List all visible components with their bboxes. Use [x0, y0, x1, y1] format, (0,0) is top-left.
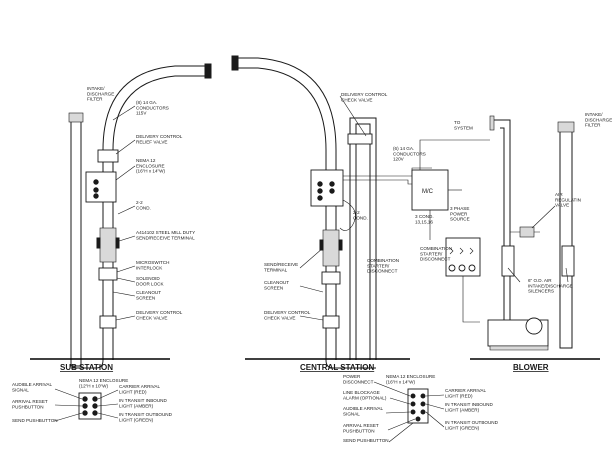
- sub-intake-filter: [68, 112, 84, 123]
- central-panel-title: NEMA 12 ENCLOSURE(16"H x 14"W): [386, 374, 435, 384]
- central-top-check-valve: [347, 133, 373, 145]
- central-send-receive-terminal: [322, 229, 340, 267]
- sub-station-title: SUB STATION: [60, 363, 113, 372]
- sub-check-valve: [99, 315, 117, 329]
- blower-supply-pipe: [492, 119, 511, 320]
- mc-label: M/C: [422, 189, 434, 195]
- central-enclosure: [310, 169, 344, 207]
- sub-panel-title: NEMA 12 ENCLOSURE(12"H x 10"W): [79, 378, 128, 388]
- three-cond-label: 3 COND.13,15,16: [415, 214, 434, 224]
- sub-control-panel: NEMA 12 ENCLOSURE(12"H x 10"W) AUDIBLE A…: [12, 378, 173, 423]
- blower-vent-pipe: [559, 127, 573, 349]
- sub-door-lock: [98, 267, 118, 281]
- central-return-pipe: [349, 117, 377, 360]
- silencer-right: [561, 245, 575, 277]
- sub-enclosure: [85, 171, 117, 203]
- silencer-left: [501, 245, 515, 277]
- central-station-title: CENTRAL STATION: [300, 363, 374, 372]
- blower-title: BLOWER: [513, 363, 549, 372]
- blower-intake-filter: [557, 121, 575, 133]
- central-main-tube: [236, 67, 327, 360]
- central-panel-left-4: SEND PUSHBUTTON: [343, 438, 389, 443]
- sub-send-receive-terminal: [99, 227, 117, 263]
- sub-main-tube: [102, 65, 207, 360]
- central-check-valve: [322, 315, 340, 329]
- sub-panel-left-2: SEND PUSHBUTTON: [12, 418, 58, 423]
- sub-vent-pipe: [70, 117, 82, 367]
- sub-relief-valve: [97, 149, 119, 163]
- air-regulating-valve: [519, 226, 535, 238]
